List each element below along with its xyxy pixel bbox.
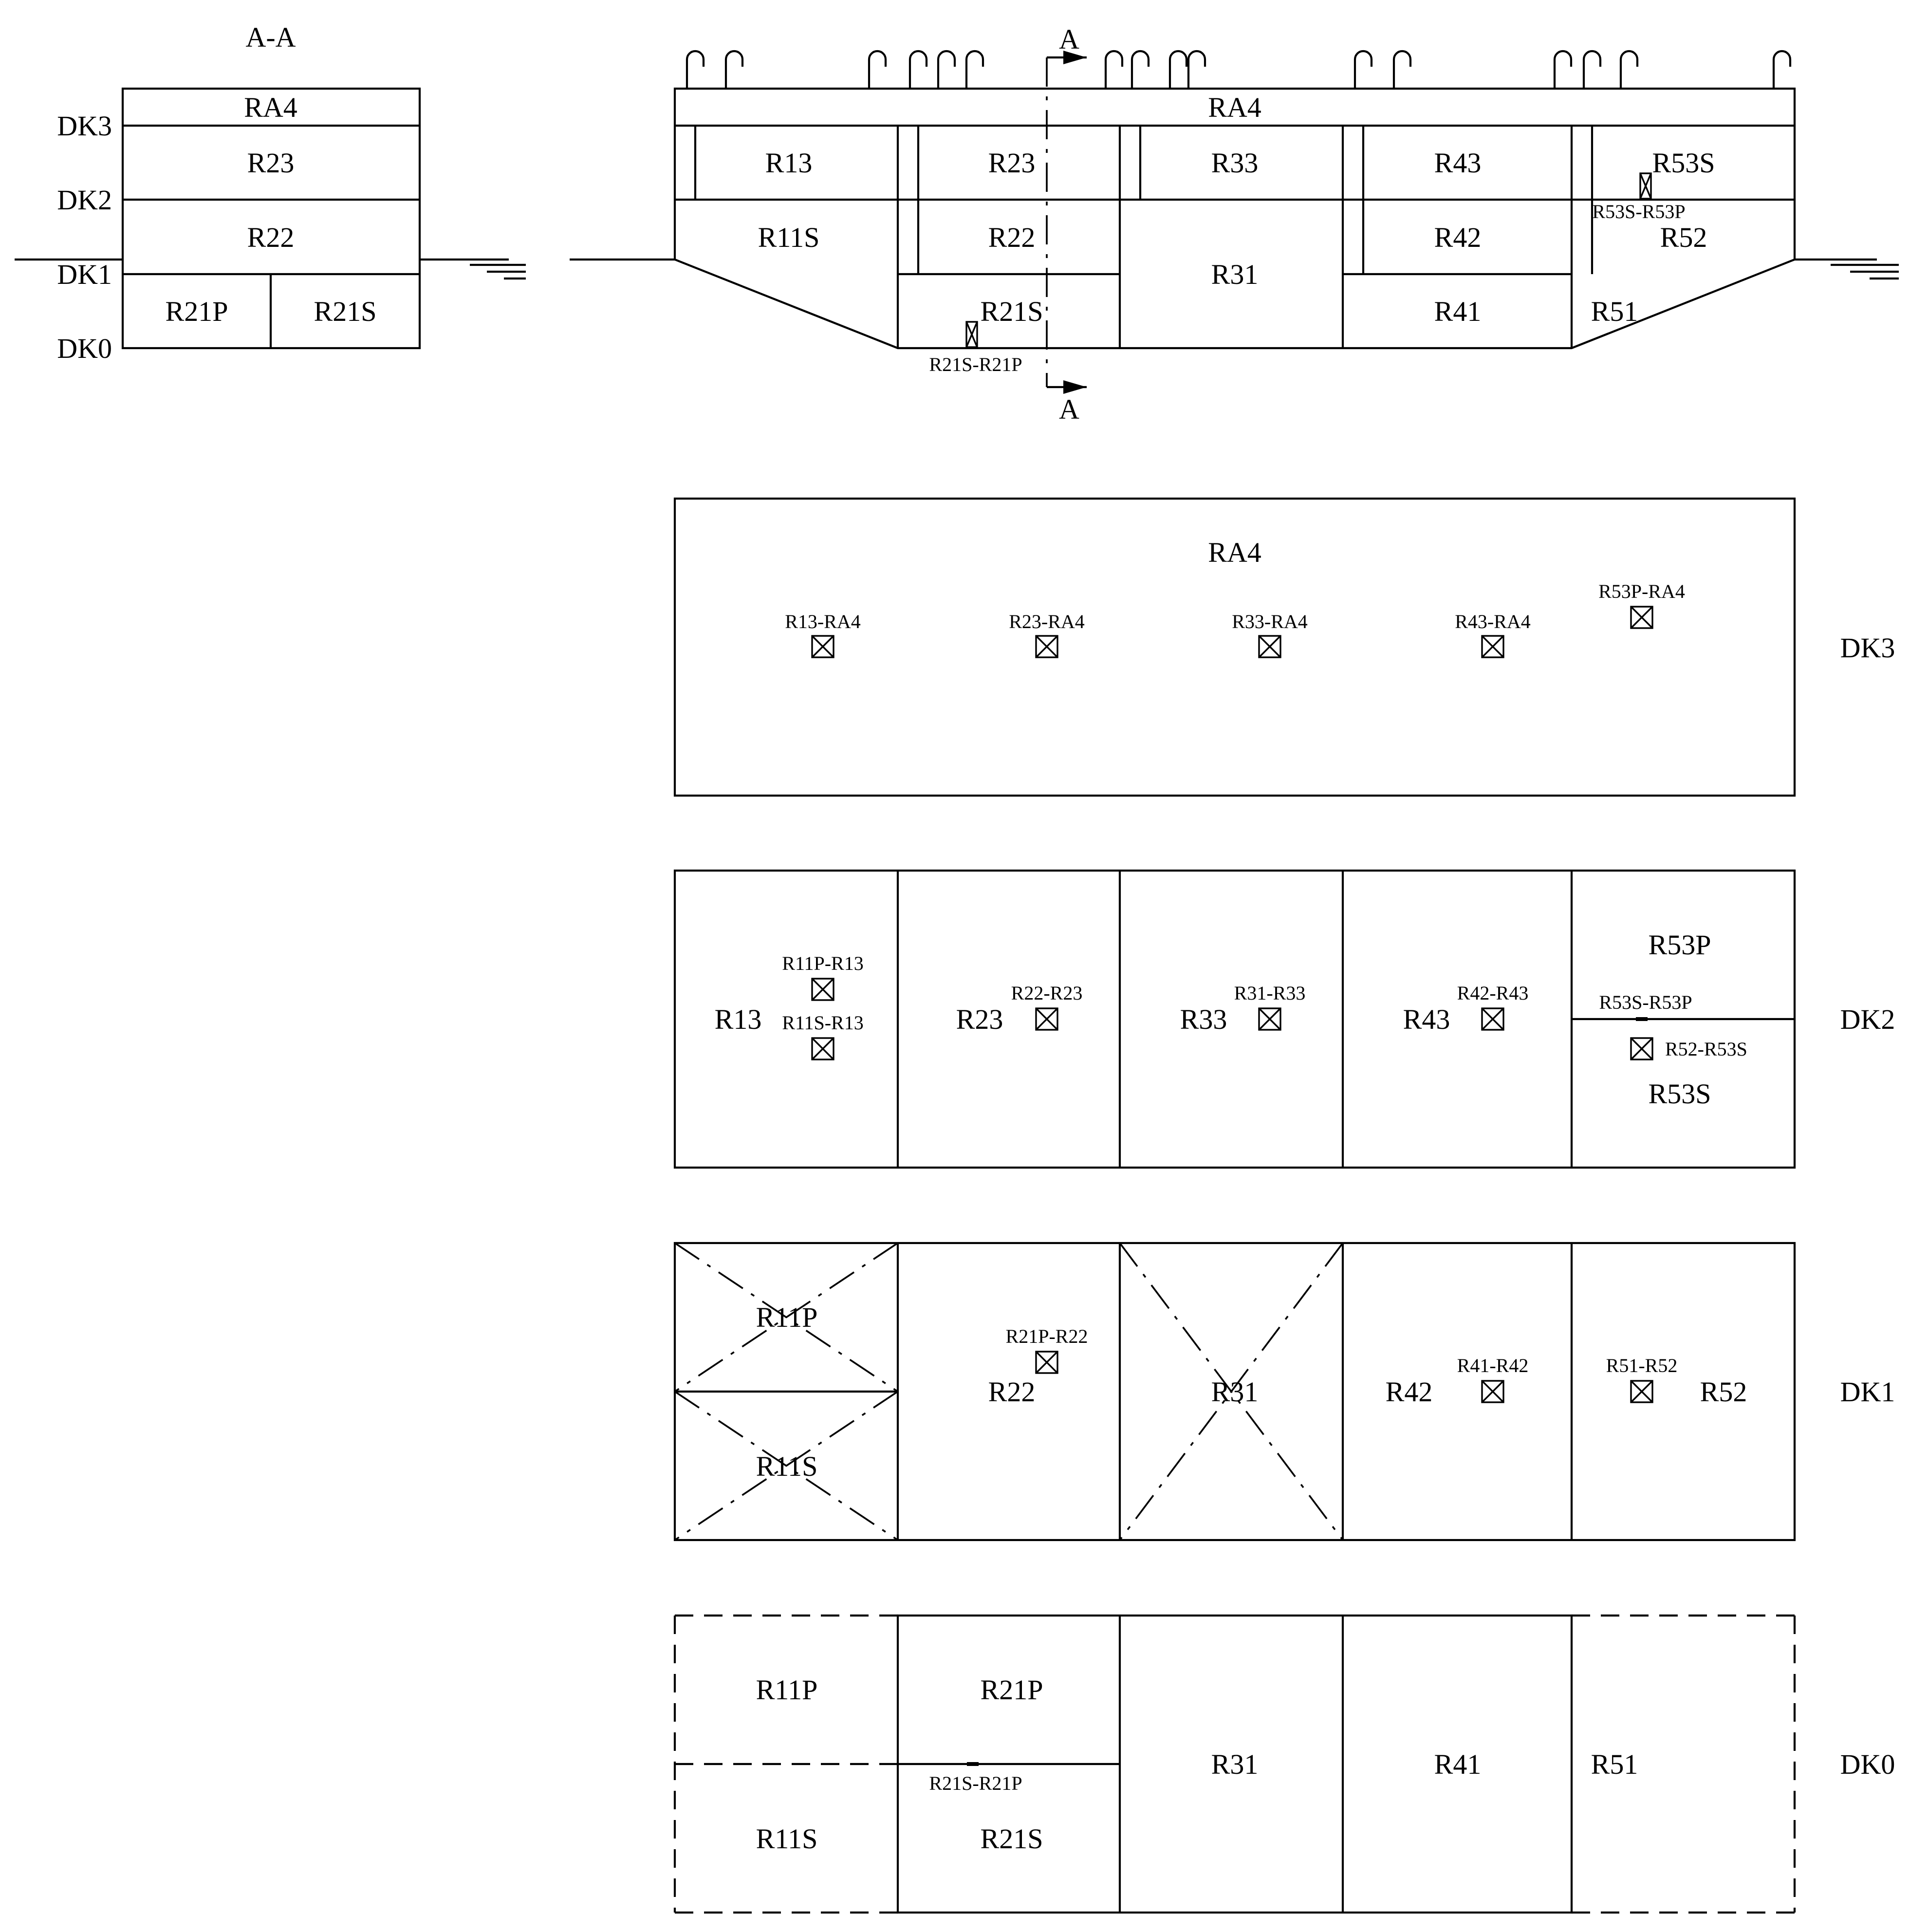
room-label: R22 <box>988 222 1036 253</box>
room-label: R23 <box>956 1003 1003 1035</box>
room-label: R13 <box>765 147 813 179</box>
deck-label: DK0 <box>1840 1748 1895 1780</box>
section-cut-line: A A <box>1046 23 1087 425</box>
room-label: R31 <box>1211 259 1259 290</box>
opening-label: R41-R42 <box>1457 1355 1529 1376</box>
room-label: R41 <box>1434 296 1482 327</box>
room-label: RA4 <box>244 92 297 123</box>
opening-label: R21S-R21P <box>929 353 1022 375</box>
opening-label: R11S-R13 <box>782 1012 863 1034</box>
deck-label-dk2: DK2 <box>57 184 112 216</box>
opening-label: R53P-RA4 <box>1598 580 1685 602</box>
room-label: R11S <box>758 222 820 253</box>
room-label: R52 <box>1700 1376 1747 1408</box>
room-label: R51 <box>1591 296 1638 327</box>
room-label: R21S <box>981 296 1043 327</box>
opening-label: R51-R52 <box>1606 1355 1678 1376</box>
room-label: R43 <box>1403 1003 1450 1035</box>
plan-dk2: DK2 R13 R23 R33 R43 R53P R53S R11P-R13 R… <box>673 869 1895 1169</box>
opening-label: R13-RA4 <box>785 611 861 632</box>
opening-label: R23-RA4 <box>1009 611 1085 632</box>
vent-icon <box>687 51 1790 89</box>
room-label: RA4 <box>1208 537 1261 568</box>
room-label: R51 <box>1591 1748 1638 1780</box>
deck-label: DK2 <box>1840 1003 1895 1035</box>
room-label: RA4 <box>1208 92 1261 123</box>
room-label: R53S <box>1649 1078 1711 1110</box>
opening-label: R52-R53S <box>1665 1038 1747 1060</box>
room-label: R21S <box>981 1823 1043 1855</box>
room-label: R33 <box>1180 1003 1227 1035</box>
deck-label: DK1 <box>1840 1376 1895 1408</box>
room-label: R21P <box>981 1674 1043 1706</box>
section-a-a: A-A DK3 DK2 DK1 DK0 RA4 R23 R22 R21P R21… <box>15 21 526 364</box>
room-label: R52 <box>1660 222 1707 253</box>
opening-label: R11P-R13 <box>782 952 863 974</box>
opening-label: R42-R43 <box>1457 982 1529 1004</box>
opening-label: R33-RA4 <box>1232 611 1308 632</box>
room-label: R53S <box>1652 147 1715 179</box>
deck-label-dk0: DK0 <box>57 333 112 364</box>
room-label: R23 <box>247 147 295 179</box>
room-label: R31 <box>1211 1376 1259 1408</box>
section-title: A-A <box>245 21 296 53</box>
room-label: R31 <box>1211 1748 1259 1780</box>
room-label: R22 <box>988 1376 1036 1408</box>
room-label: R53P <box>1649 929 1711 961</box>
deck-label-dk1: DK1 <box>57 259 112 290</box>
opening-label: R21S-R21P <box>929 1772 1022 1794</box>
plan-dk0: DK0 R11P R11S R21P R21S R31 R41 R51 R21S… <box>673 1614 1895 1914</box>
room-label: R33 <box>1211 147 1259 179</box>
opening-label: R21P-R22 <box>1006 1325 1088 1347</box>
section-mark: A <box>1059 23 1079 55</box>
room-label: R22 <box>247 222 295 253</box>
room-label: R42 <box>1434 222 1482 253</box>
opening-label: R43-RA4 <box>1455 611 1531 632</box>
room-label: R21P <box>166 296 228 327</box>
plan-dk1: DK1 R11P R11S R22 R31 R42 R52 R21P-R22 R… <box>673 1242 1895 1542</box>
section-mark: A <box>1059 393 1079 425</box>
deck-label: DK3 <box>1840 632 1895 664</box>
deck-label-dk3: DK3 <box>57 110 112 142</box>
opening-label: R22-R23 <box>1011 982 1083 1004</box>
room-label: R11P <box>756 1301 818 1333</box>
opening-label: R53S-R53P <box>1599 991 1692 1013</box>
room-label: R11S <box>756 1823 818 1855</box>
room-label: R41 <box>1434 1748 1482 1780</box>
room-label: R11S <box>756 1450 818 1482</box>
hatch-icon <box>1035 1351 1653 1403</box>
room-label: R13 <box>715 1003 762 1035</box>
plan-dk3: RA4 DK3 R13-RA4 R23-RA4 R33-RA4 R43-RA4 … <box>673 497 1895 797</box>
profile-view: A A R21S-R21P R53S-R53P RA4 R13 R23 R33 … <box>570 23 1899 425</box>
room-label: R43 <box>1434 147 1482 179</box>
room-label: R21S <box>314 296 377 327</box>
room-label: R23 <box>988 147 1036 179</box>
room-label: R11P <box>756 1674 818 1706</box>
opening-label: R31-R33 <box>1234 982 1306 1004</box>
opening-label: R53S-R53P <box>1592 201 1685 223</box>
room-label: R42 <box>1386 1376 1433 1408</box>
